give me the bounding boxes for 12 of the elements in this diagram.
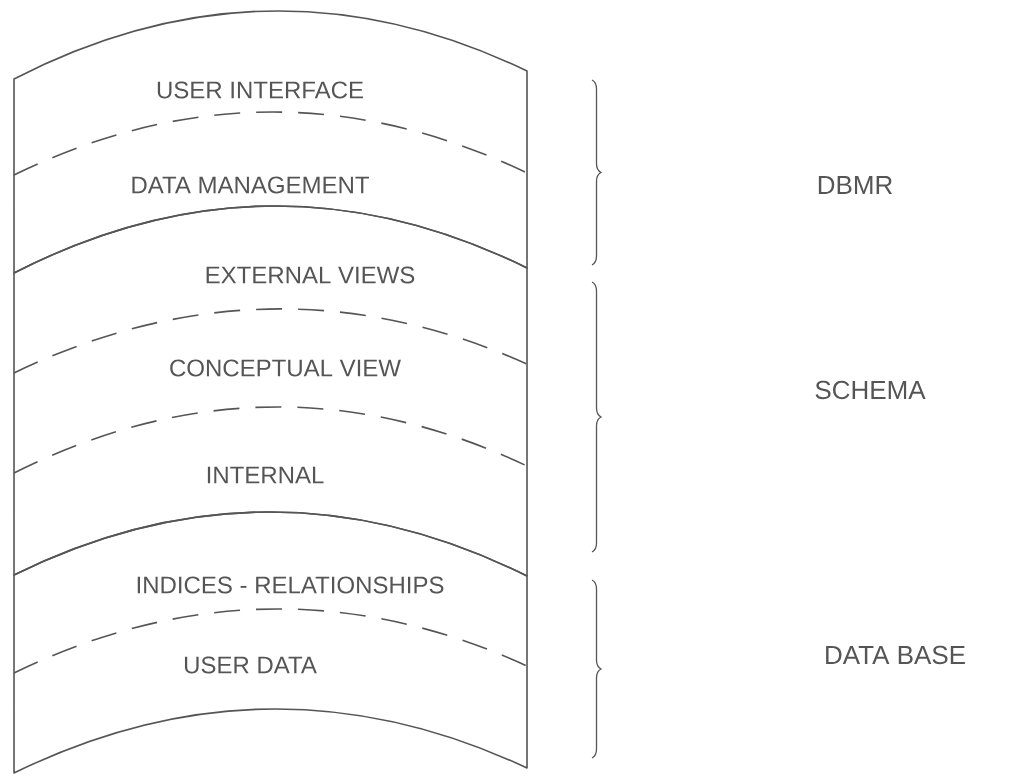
layer-label: DATA MANAGEMENT [132,176,369,194]
layer-label: CONCEPTUAL VIEW [170,359,401,377]
layer-band [13,205,528,577]
brace-label: SCHEMA [815,380,926,400]
layer-label: USER DATA [184,656,317,674]
layer-label: INDICES - RELATIONSHIPS [137,576,444,594]
layer-label: EXTERNAL VIEWS [206,266,415,284]
brace-label: DBMR [818,176,893,194]
brace-label: DATA BASE [826,645,965,665]
layer-label: USER INTERFACE [157,81,363,99]
layer-label: INTERNAL [207,466,324,484]
layer-band [13,511,528,774]
